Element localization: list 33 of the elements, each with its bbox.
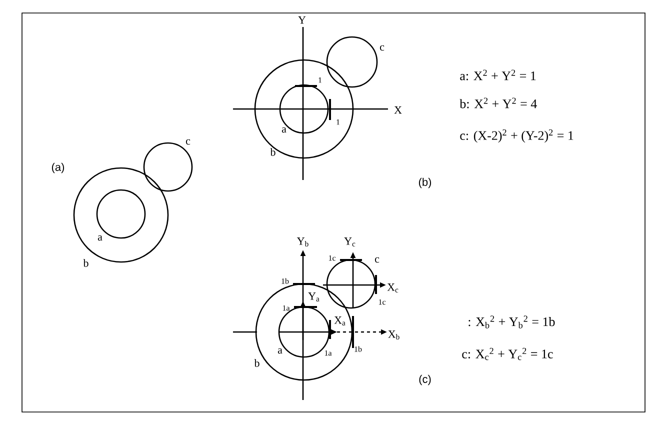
circle-label: b xyxy=(270,148,276,156)
tick-label: 1b xyxy=(282,278,289,284)
axis-label: X$_{a}$ xyxy=(334,316,346,326)
circle-label: a xyxy=(98,235,102,241)
axis-label: Y$_{a}$ xyxy=(308,292,320,302)
tick-label: 1 xyxy=(336,119,340,125)
tick-label: 1c xyxy=(328,255,336,261)
tick-label: 1a xyxy=(282,305,290,311)
axis-label: X$_{c}$ xyxy=(387,284,398,292)
axis-label: Y xyxy=(298,16,306,24)
equation: : X$_{b}$$^{2}$ + Y$_{b}$$^{2}$ = 1b xyxy=(468,316,555,328)
axis-label: Y$_{c}$ xyxy=(344,238,356,246)
circle-label: c xyxy=(374,257,380,263)
equation: b: X$^{2}$ + Y$^{2}$ = 4 xyxy=(460,98,537,108)
equation: c: X$_{c}$$^{2}$ + Y$_{c}$$^{2}$ = 1c xyxy=(462,348,553,360)
equation: c: (X-2)$^{2}$ + (Y-2)$^{2}$ = 1 xyxy=(460,129,574,143)
circle-label: a xyxy=(282,127,286,133)
panel-label: (c) xyxy=(419,374,431,386)
panel-label: (a) xyxy=(52,162,64,174)
axis-label: Y$_{b}$ xyxy=(296,238,308,246)
axis-label: X xyxy=(394,106,402,114)
circle-label: c xyxy=(380,45,384,51)
equation: a: X$^{2}$ + Y$^{2}$ = 1 xyxy=(460,70,536,80)
circle-label: b xyxy=(254,359,260,367)
circle-label: a xyxy=(278,348,282,354)
tick-label: 1b xyxy=(354,346,362,352)
circle-label: c xyxy=(186,139,190,145)
tick-label: 1 xyxy=(318,77,322,83)
axis-label: X$_{b}$ xyxy=(388,330,400,340)
circle-label: b xyxy=(83,259,88,267)
panel-label: (b) xyxy=(418,178,432,188)
tick-label: 1a xyxy=(324,350,332,356)
tick-label: 1c xyxy=(378,299,386,305)
